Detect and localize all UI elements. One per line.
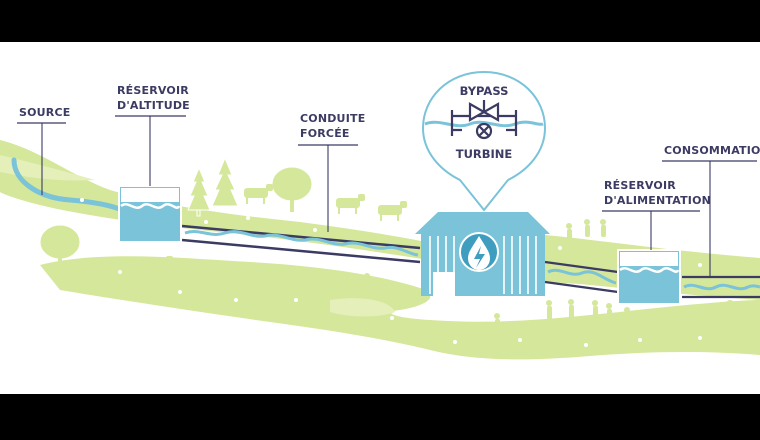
- label-reservoir-supply: RÉSERVOIR D'ALIMENTATION: [602, 179, 711, 250]
- source-label-text: SOURCE: [19, 106, 70, 119]
- tree-icon: [39, 156, 313, 260]
- bypass-label: BYPASS: [460, 84, 509, 98]
- label-source: SOURCE: [17, 106, 70, 195]
- penstock: [181, 224, 421, 264]
- reservoir-altitude: [118, 185, 182, 243]
- upper-meadow-band: [0, 155, 95, 181]
- reservoir-supply-label-line2: D'ALIMENTATION: [604, 194, 711, 207]
- cyclist-icon: [715, 300, 743, 330]
- power-house: [415, 212, 550, 296]
- person-icon: [348, 219, 666, 333]
- penstock-label-line1: CONDUITE: [300, 112, 365, 125]
- flower-dots: [80, 198, 702, 347]
- reservoir-altitude-label-line1: RÉSERVOIR: [117, 84, 189, 97]
- consumption-pipe: [682, 275, 760, 299]
- valve-icon: [450, 100, 518, 140]
- letterbox-top: [0, 0, 760, 42]
- outflow-pipe: [544, 260, 619, 294]
- label-reservoir-altitude: RÉSERVOIR D'ALTITUDE: [115, 84, 190, 186]
- lower-meadow-patch: [330, 298, 395, 317]
- penstock-label-line2: FORCÉE: [300, 127, 350, 140]
- tree-trunk: [290, 198, 294, 212]
- upper-meadow: [0, 140, 440, 262]
- reservoir-supply: [617, 249, 681, 305]
- lower-meadow: [40, 256, 760, 360]
- cow-icon: [144, 184, 407, 292]
- tree-trunk: [58, 256, 62, 268]
- consumption-label-text: CONSOMMATION: [664, 144, 760, 157]
- label-penstock: CONDUITE FORCÉE: [298, 112, 365, 232]
- turbine-callout: BYPASS TURBINE: [421, 70, 547, 212]
- reservoir-altitude-label-line2: D'ALTITUDE: [117, 99, 190, 112]
- label-consumption: CONSOMMATION: [662, 144, 760, 278]
- reservoir-supply-label-line1: RÉSERVOIR: [604, 179, 676, 192]
- source-stream: [11, 157, 125, 213]
- letterbox-bottom: [0, 394, 760, 440]
- turbine-label: TURBINE: [456, 147, 513, 161]
